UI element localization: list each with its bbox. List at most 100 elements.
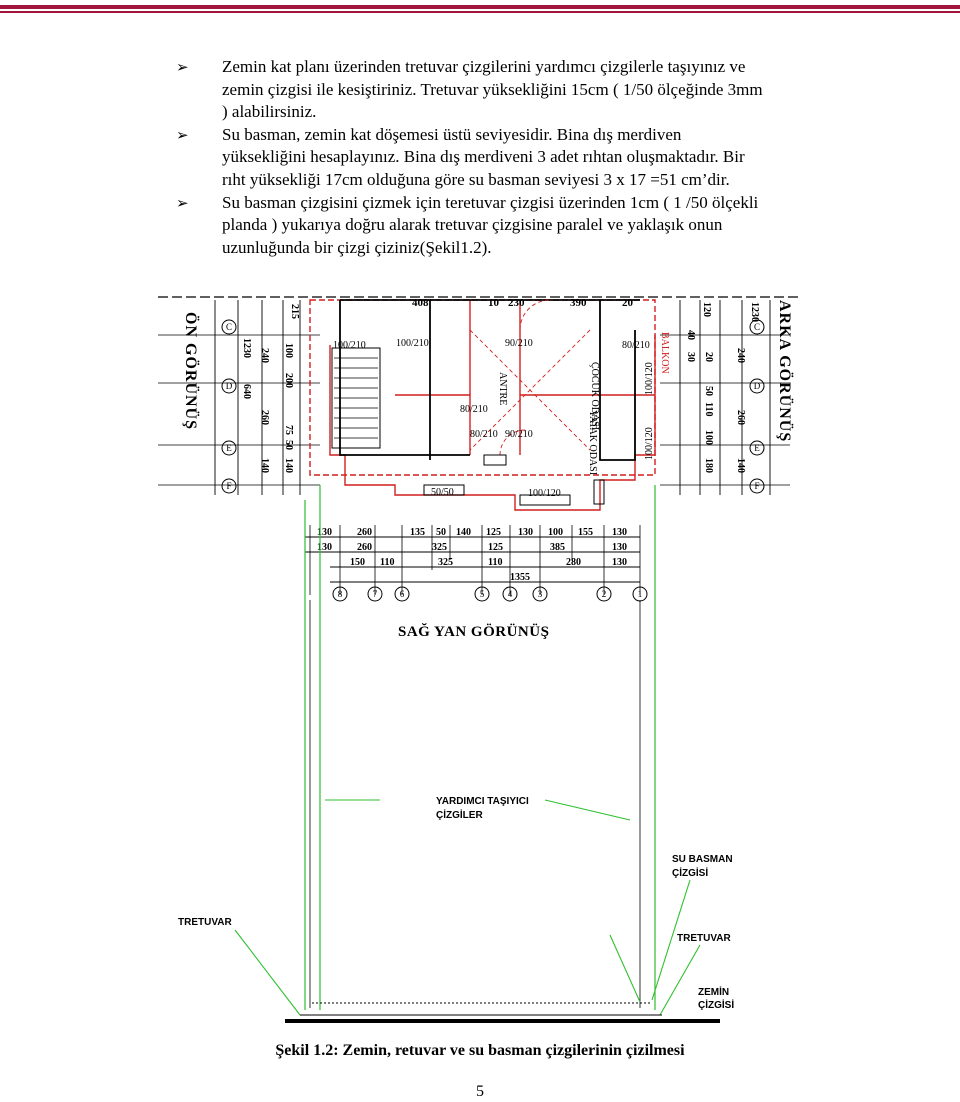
axis-letter: D [754,381,761,391]
bottom-dim-label: 150 [350,557,365,568]
axis-number: 2 [602,589,607,599]
side-dim-label: 120 [701,302,712,317]
tretuvar-left-leader [234,929,301,1016]
left-side-dims: 215 1230 240 640 260 140 100 200 75 50 1… [241,304,300,473]
helper-lines-label: ÇİZGİLER [436,808,483,821]
side-dim-label: 110 [703,402,714,416]
instruction-line: ) alabilirsiniz. [222,102,317,122]
bottom-axis-numbers: 8 7 6 5 4 3 2 1 [338,589,643,599]
structural-walls [331,299,640,461]
helper-lines-label: YARDIMCI TAŞIYICI [436,796,529,807]
bullet-arrow-icon: ➢ [176,58,189,76]
bullet-arrow-icon: ➢ [176,125,189,144]
bottom-dim-label: 260 [357,542,372,553]
side-dim-label: 20 [703,352,714,362]
top-dim-label: 10 [488,297,500,309]
axis-number: 6 [400,589,405,599]
bottom-total-label: 1355 [510,572,530,583]
side-dim-label: 100 [703,430,714,445]
axis-marker-c-right [749,319,765,335]
bottom-axis-circles [332,586,648,602]
right-dimension-ticks [660,334,790,486]
axis-circle-3 [532,586,548,602]
room-label: ÇOCUK ODASI [589,362,600,430]
axis-circle-5 [474,586,490,602]
side-dim-label: 140 [259,458,270,473]
door-labels: 100/210 100/210 90/210 80/210 80/210 90/… [333,338,655,499]
instruction-item-2: ➢ Su basman, zemin kat döşemesi üstü sev… [176,124,840,192]
door-label: 90/210 [505,338,533,349]
axis-letter: E [226,443,232,453]
door-label: 80/210 [622,340,650,351]
black-projection-lines [309,600,641,1008]
instruction-line: planda ) yukarıya doğru alarak tretuvar … [222,215,723,235]
side-dim-label: 215 [289,304,300,319]
bottom-dim-label: 125 [486,527,501,538]
bottom-dim-label: 135 [410,527,425,538]
window-openings [423,454,605,506]
bottom-dim-label: 130 [612,557,627,568]
bottom-dim-label: 130 [317,542,332,553]
right-view-label: ARKA GÖRÜNÜŞ [776,300,794,442]
zemin-leader [609,934,641,1003]
instruction-line: rıht yüksekliği 17cm olduğuna göre su ba… [222,169,730,189]
axis-marker-e-left [221,440,237,456]
bottom-dims-row-2: 130 260 325 125 385 130 [317,542,627,553]
top-dim-label: 408 [412,297,429,309]
bottom-dim-label: 325 [438,557,453,568]
helper-leader-right [544,799,631,821]
header-rule-thick [0,5,960,9]
left-dimension-ticks [158,334,320,486]
instruction-line: yüksekliğini hesaplayınız. Bina dış merd… [222,147,745,167]
page-number: 5 [476,1083,484,1100]
bottom-dim-label: 130 [612,527,627,538]
left-view-label: ÖN GÖRÜNÜŞ [182,312,200,430]
door-label: 80/210 [470,429,498,440]
side-dim-label: 240 [735,348,746,363]
side-dim-label: 40 [685,330,696,340]
axis-number: 3 [538,589,543,599]
tretuvar-left-label: TRETUVAR [178,917,232,928]
instruction-item-3: ➢ Su basman çizgisini çizmek için teretu… [176,192,840,260]
axis-letter: D [226,381,233,391]
bottom-dim-label: 280 [566,557,581,568]
annotation-labels: YARDIMCI TAŞIYICI ÇİZGİLER SU BASMAN ÇİZ… [178,796,734,1011]
su-basman-leader [651,879,691,1001]
side-dim-label: 140 [735,458,746,473]
bottom-dim-label: 130 [317,527,332,538]
side-dim-label: 200 [283,373,294,388]
door-label: 50/50 [431,487,454,498]
axis-number: 7 [373,589,378,599]
side-dim-label: 50 [703,386,714,396]
bottom-dim-label: 130 [518,527,533,538]
side-dim-label: 240 [259,348,270,363]
top-dimension-labels: 408 10 230 390 20 [412,297,634,309]
door-swings [469,299,591,456]
door-label: 100/120 [644,427,655,460]
bullet-arrow-icon: ➢ [176,193,189,212]
bottom-dim-label: 325 [432,542,447,553]
left-axis-markers [221,319,237,494]
bottom-dim-label: 140 [456,527,471,538]
right-side-dims: 120 240 1230 260 140 40 30 20 50 110 100… [685,302,760,473]
header-rule-thin [0,11,960,13]
door-label: 100/120 [528,488,561,499]
su-basman-label: ÇİZGİSİ [672,866,708,879]
axis-number: 8 [338,589,343,599]
side-dim-label: 75 [283,425,294,435]
side-dim-label: 100 [283,343,294,358]
instruction-item-1: ➢ Zemin kat planı üzerinden tretuvar çiz… [176,56,840,124]
bottom-dims-row-3: 150 110 325 110 280 130 1355 [350,557,627,583]
side-dim-label: 30 [685,352,696,362]
bottom-dims-row-1: 130 260 135 50 140 125 130 100 155 130 [317,527,627,538]
door-label: 100/210 [396,338,429,349]
axis-circle-6 [394,586,410,602]
axis-number: 1 [638,589,643,599]
side-dim-label: 50 [283,440,294,450]
left-dimension-lines [214,300,301,495]
axis-letter: F [226,481,231,491]
axis-marker-c-left [221,319,237,335]
building-walls [309,299,656,511]
outer-wall-dashed [309,299,656,476]
instruction-line: Su basman, zemin kat döşemesi üstü seviy… [222,124,682,144]
